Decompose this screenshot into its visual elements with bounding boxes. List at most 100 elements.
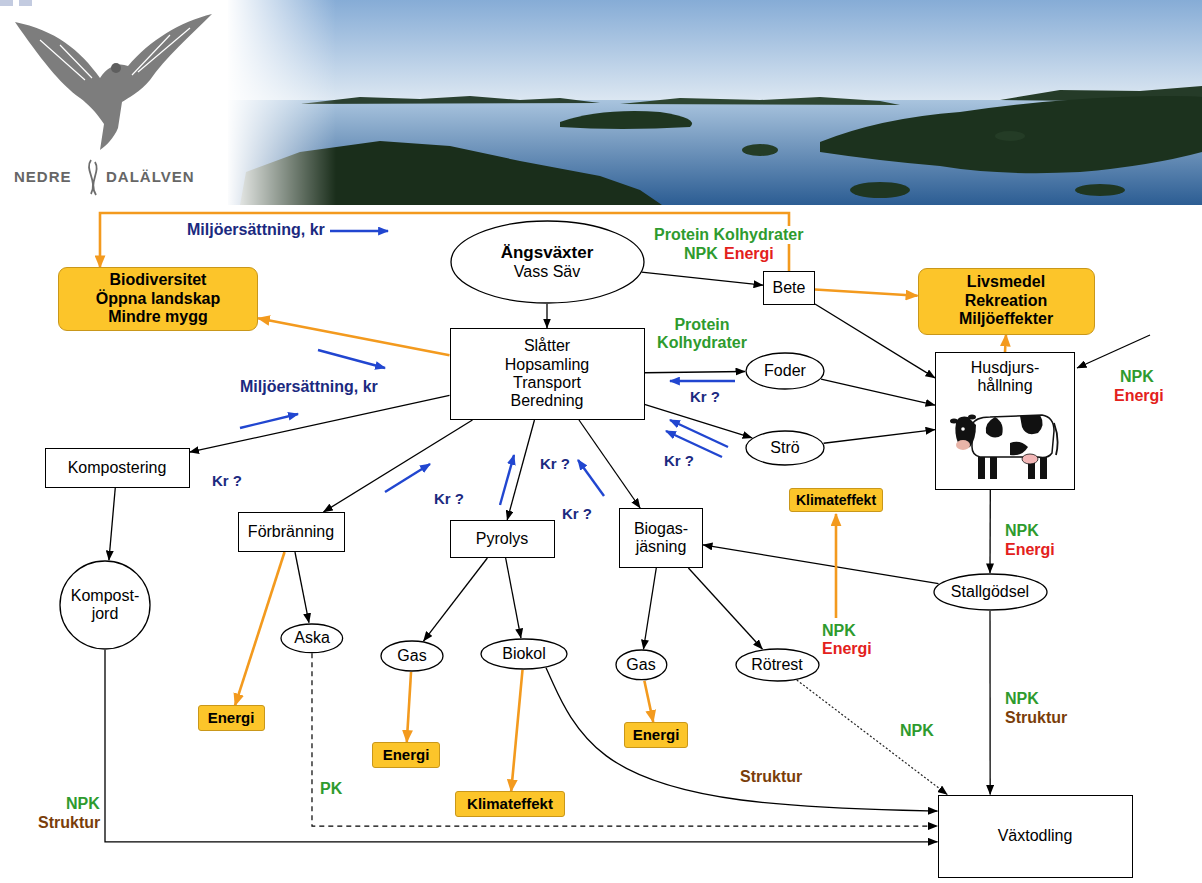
corner-mark	[19, 0, 32, 6]
flow-connector	[644, 681, 653, 722]
node-text: Biogas- jäsning	[626, 520, 696, 557]
node-text: Husdjurs- hållning	[958, 359, 1053, 396]
node-text: Vass Säv	[514, 263, 580, 281]
flow-connector	[989, 490, 991, 573]
outcome-box: Biodiversitet Öppna landskap Mindre mygg	[58, 267, 258, 330]
effect-arrow	[835, 514, 838, 618]
payment-label: Kr ?	[210, 472, 244, 489]
flow-label: NPK	[1003, 690, 1041, 708]
product-ellipse: Aska	[280, 623, 344, 654]
payment-arrow	[578, 460, 604, 496]
cow-udder	[1022, 454, 1038, 464]
node-text: Ängsväxter	[501, 243, 594, 263]
ellipse-outline	[60, 561, 150, 649]
osprey-silhouette	[15, 14, 212, 150]
flow-label: Struktur	[1003, 709, 1069, 727]
flow-label: NPK	[64, 795, 102, 813]
river-mark	[89, 160, 97, 195]
outcome-box: Livsmedel Rekreation Miljöeffekter	[918, 268, 1095, 335]
node-text: Klimateffekt	[796, 492, 876, 508]
product-ellipse: Rötrest	[735, 648, 820, 682]
flow-connector	[643, 568, 656, 649]
node-text: Bete	[773, 279, 806, 297]
process-box: Växtodling	[938, 795, 1133, 878]
island	[300, 96, 600, 104]
flow-label: NPK	[1118, 368, 1156, 386]
flow-connector	[105, 650, 938, 842]
flow-connector	[323, 420, 472, 512]
logo-text: NEDRE	[12, 168, 74, 185]
flow-connector	[511, 670, 522, 791]
payment-arrow	[670, 420, 728, 447]
node-text: Växtodling	[998, 827, 1073, 845]
process-box: Pyrolys	[450, 520, 555, 558]
flow-label: NPK	[898, 722, 936, 740]
cow-spot	[1020, 415, 1043, 434]
node-text: Energi	[383, 746, 430, 763]
flow-connector	[546, 668, 938, 811]
flow-connector	[824, 430, 935, 444]
flow-connector	[312, 653, 938, 826]
ellipse-outline	[381, 641, 443, 671]
node-text: Gas	[626, 656, 655, 674]
flow-label: Energi	[722, 245, 776, 263]
product-ellipse: Biokol	[480, 638, 568, 670]
node-text: Foder	[764, 362, 806, 380]
product-ellipse: Kompost- jord	[59, 560, 151, 650]
lake-photo	[226, 0, 1202, 205]
payment-label: Kr ?	[688, 388, 722, 405]
payment-label: Miljöersättning, kr	[238, 378, 380, 396]
photo-fade	[226, 0, 336, 205]
corner-mark	[0, 0, 13, 6]
product-ellipse: Strö	[745, 430, 825, 466]
flow-connector	[423, 558, 487, 641]
cow-spot	[986, 417, 1003, 438]
source-ellipse: ÄngsväxterVass Säv	[450, 220, 645, 304]
node-text: Rötrest	[751, 656, 803, 674]
process-box: Bete	[763, 271, 815, 305]
flow-connector	[1005, 335, 1006, 353]
node-text: Livsmedel Rekreation Miljöeffekter	[947, 273, 1065, 328]
flow-connector	[109, 488, 115, 560]
node-text: Pyrolys	[476, 530, 528, 548]
process-box: Förbränning	[238, 512, 345, 552]
payment-arrow	[500, 455, 514, 505]
ellipse-outline	[736, 649, 819, 681]
cow-eye	[961, 427, 965, 431]
flow-label: Energi	[1112, 387, 1166, 405]
ellipse-outline	[616, 650, 667, 680]
node-text: Kompost- jord	[69, 587, 141, 624]
payment-label: Miljöersättning, kr	[185, 221, 327, 239]
process-box: Kompostering	[45, 448, 190, 488]
node-text: Strö	[770, 439, 799, 457]
cow-spot	[1010, 442, 1028, 456]
ellipse-outline	[451, 221, 644, 303]
outcome-box: Klimateffekt	[455, 791, 565, 816]
flow-connector	[703, 545, 939, 584]
flow-label: Energi	[1003, 541, 1057, 559]
ellipse-outline	[746, 353, 824, 389]
sky	[228, 0, 1202, 112]
payment-label: Kr ?	[662, 452, 696, 469]
node-text: Klimateffekt	[467, 795, 553, 812]
flow-label: Struktur	[36, 814, 102, 832]
node-text: Energi	[633, 726, 680, 743]
flow-connector	[645, 372, 746, 373]
product-ellipse: Gas	[615, 649, 668, 681]
outcome-box: Energi	[198, 705, 265, 730]
flow-connector	[642, 272, 763, 285]
flow-label: NPK	[1003, 522, 1041, 540]
node-text: Biodiversitet Öppna landskap Mindre mygg	[86, 271, 231, 326]
flow-connector	[506, 558, 521, 638]
cow-ear	[950, 419, 958, 424]
payment-label: Kr ?	[432, 490, 466, 507]
node-text: Gas	[397, 647, 426, 665]
node-text: Slåtter Hopsamling Transport Beredning	[490, 337, 605, 411]
payment-arrow	[330, 230, 388, 232]
cow-muzzle	[956, 440, 970, 450]
node-text: Stallgödsel	[951, 583, 1029, 601]
flow-connector	[579, 420, 640, 508]
payment-label: Kr ?	[560, 505, 594, 522]
islet	[995, 131, 1025, 141]
